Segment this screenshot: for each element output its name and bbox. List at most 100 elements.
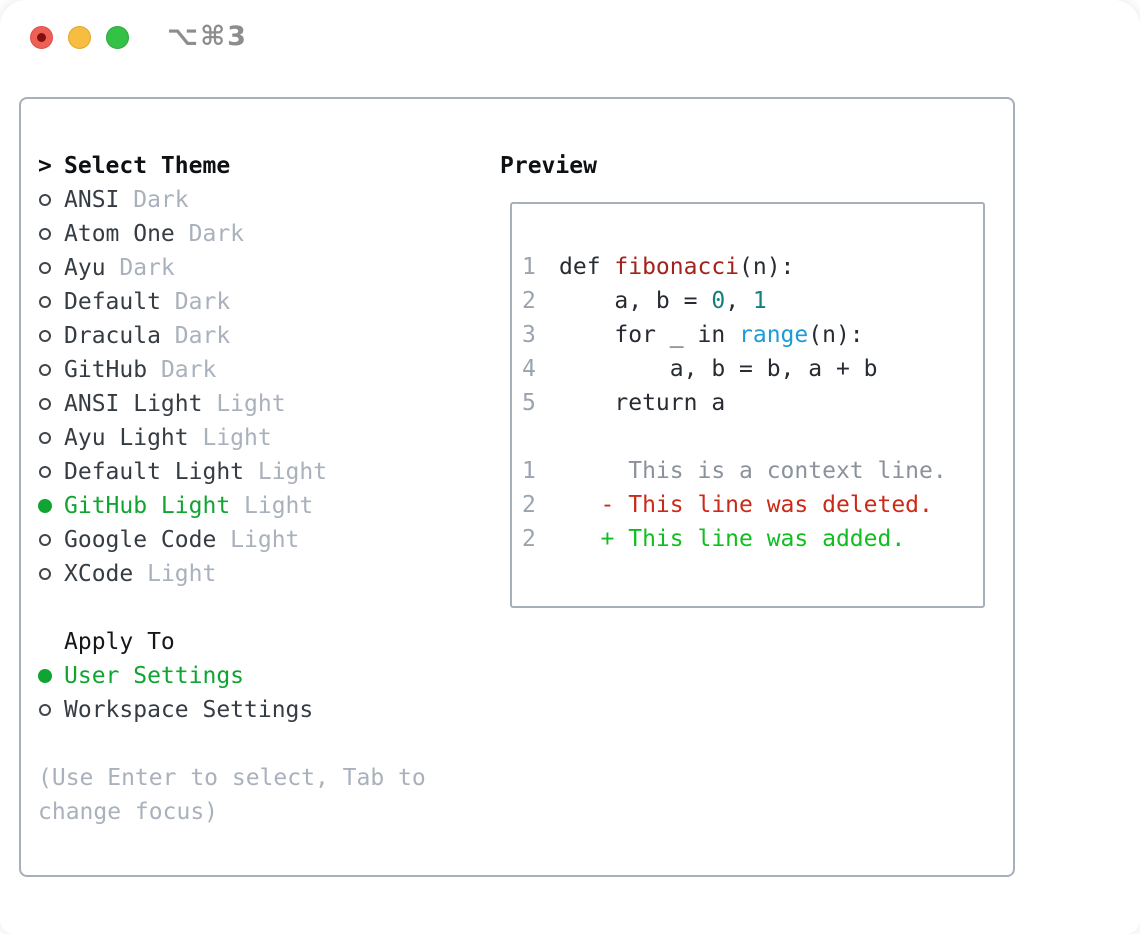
- preview-line: 5 return a: [522, 386, 983, 420]
- theme-name: Default: [64, 289, 161, 315]
- spacer: [38, 591, 426, 625]
- theme-variant: Dark: [160, 357, 217, 383]
- line-number: [522, 420, 559, 454]
- radio-unselected-icon: [38, 285, 64, 319]
- preview-line: 1 def fibonacci(n):: [522, 250, 983, 284]
- code-segment: (n):: [808, 322, 864, 348]
- line-number: 4: [522, 356, 536, 382]
- line-number: 1: [522, 254, 536, 280]
- theme-variant: Light: [147, 561, 217, 587]
- radio-selected-icon: [38, 659, 64, 693]
- line-content: for _ in range(n):: [559, 318, 864, 352]
- radio-unselected-icon: [38, 455, 64, 489]
- theme-name: GitHub: [64, 357, 148, 383]
- theme-variant: Dark: [119, 255, 175, 281]
- theme-variant: Light: [257, 459, 328, 485]
- theme-option[interactable]: GitHub Dark: [38, 353, 426, 387]
- theme-name: Ayu: [64, 255, 106, 281]
- radio-unselected-icon: [38, 693, 64, 727]
- code-segment: fibonacci: [614, 254, 740, 280]
- theme-name: Atom One: [64, 221, 175, 247]
- preview-line: 2 a, b = 0, 1: [522, 284, 983, 318]
- code-segment: range: [739, 322, 809, 348]
- traffic-lights: [30, 26, 129, 49]
- code-segment: for _ in: [559, 322, 740, 348]
- theme-option[interactable]: Default Light Light: [38, 455, 426, 489]
- theme-variant: Light: [216, 391, 286, 417]
- line-content: a, b = 0, 1: [559, 284, 767, 318]
- apply-to-header-row: Apply To: [38, 625, 426, 659]
- theme-name: GitHub Light: [64, 493, 231, 519]
- apply-to-option[interactable]: Workspace Settings: [38, 693, 426, 727]
- theme-name: Default Light: [64, 459, 245, 485]
- theme-variant: Dark: [188, 221, 245, 247]
- apply-to-title: Apply To: [64, 629, 175, 655]
- theme-option[interactable]: ANSI Light Light: [38, 387, 426, 421]
- code-segment: def: [559, 254, 615, 280]
- radio-unselected-icon: [38, 183, 64, 217]
- hint-line-1: (Use Enter to select, Tab to: [38, 765, 426, 791]
- theme-name: ANSI: [64, 187, 120, 213]
- line-number: 1: [522, 458, 536, 484]
- minimize-button[interactable]: [68, 26, 91, 49]
- zoom-button[interactable]: [106, 26, 129, 49]
- theme-variant: Light: [230, 527, 300, 553]
- radio-unselected-icon: [38, 319, 64, 353]
- radio-unselected-icon: [38, 387, 64, 421]
- spacer: [38, 727, 426, 761]
- theme-option[interactable]: Atom One Dark: [38, 217, 426, 251]
- theme-name: Ayu Light: [64, 425, 189, 451]
- theme-variant: Dark: [174, 323, 231, 349]
- apply-to-option[interactable]: User Settings: [38, 659, 426, 693]
- theme-option[interactable]: Ayu Dark: [38, 251, 426, 285]
- select-theme-title: Select Theme: [64, 153, 231, 179]
- radio-unselected-icon: [38, 217, 64, 251]
- radio-selected-icon: [38, 489, 64, 523]
- radio-unselected-icon: [38, 421, 64, 455]
- code-segment: a, b = b, a + b: [559, 356, 878, 382]
- code-segment: (n):: [739, 254, 795, 280]
- preview-line: 2 + This line was added.: [522, 522, 983, 556]
- line-number: 2: [522, 288, 536, 314]
- line-content: def fibonacci(n):: [559, 250, 794, 284]
- theme-option[interactable]: Default Dark: [38, 285, 426, 319]
- line-content: This is a context line.: [559, 454, 947, 488]
- apply-to-option-label: User Settings: [64, 663, 245, 689]
- select-theme-header-row: > Select Theme: [38, 149, 426, 183]
- code-segment: 0: [711, 288, 726, 314]
- theme-name: Dracula: [64, 323, 161, 349]
- preview-title: Preview: [500, 153, 597, 179]
- line-content: - This line was deleted.: [559, 488, 933, 522]
- preview-line: 2 - This line was deleted.: [522, 488, 983, 522]
- selection-caret-icon: >: [38, 153, 52, 179]
- apply-to-option-label: Workspace Settings: [64, 697, 314, 723]
- theme-variant: Dark: [133, 187, 189, 213]
- code-segment: + This line was added.: [559, 526, 906, 552]
- theme-option[interactable]: ANSI Dark: [38, 183, 426, 217]
- code-segment: 1: [752, 288, 767, 314]
- line-content: return a: [559, 386, 725, 420]
- preview-line: [522, 420, 983, 454]
- titlebar: ⌥⌘3: [0, 0, 1140, 72]
- close-button[interactable]: [30, 26, 53, 49]
- theme-name: XCode: [64, 561, 134, 587]
- line-number: 2: [522, 492, 536, 518]
- line-number: 3: [522, 322, 536, 348]
- theme-option[interactable]: Dracula Dark: [38, 319, 426, 353]
- line-number: 2: [522, 526, 536, 552]
- theme-variant: Dark: [174, 289, 231, 315]
- theme-option[interactable]: XCode Light: [38, 557, 426, 591]
- code-segment: a, b =: [559, 288, 712, 314]
- preview-line: 3 for _ in range(n):: [522, 318, 983, 352]
- line-number: 5: [522, 390, 536, 416]
- theme-name: ANSI Light: [64, 391, 203, 417]
